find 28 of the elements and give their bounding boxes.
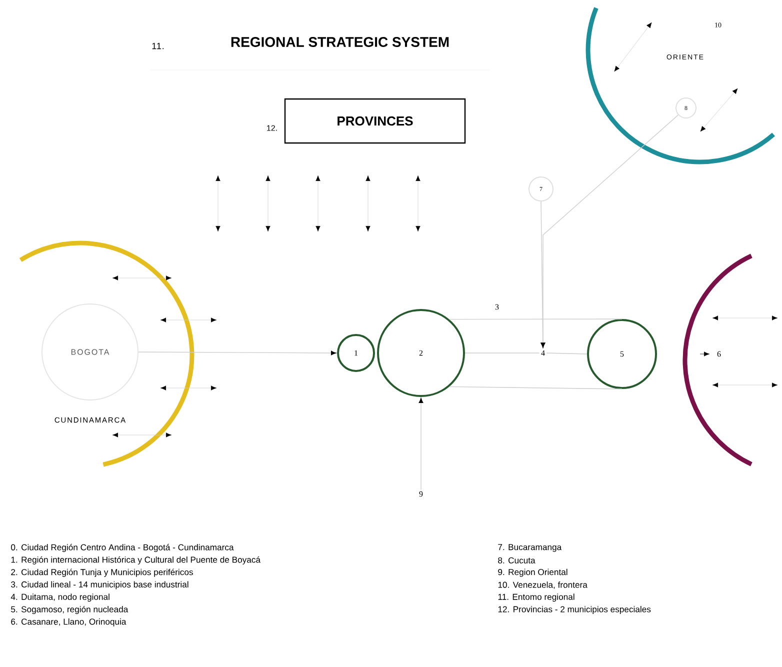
connector bbox=[448, 318, 622, 320]
list-item: 6. Casanare, Llano, Orinoquia bbox=[11, 618, 126, 626]
connector bbox=[418, 398, 424, 490]
list-item: 3. Ciudad lineal - 14 municipios base industrial bbox=[11, 581, 188, 590]
list-item: 5. Sogamoso, región nucleada bbox=[11, 606, 128, 614]
connector bbox=[540, 114, 678, 348]
list-item: 11. Entomo regional bbox=[498, 594, 574, 602]
edge-label: 3 bbox=[494, 303, 500, 311]
connector bbox=[464, 352, 540, 354]
province-box: PROVINCES bbox=[284, 98, 466, 144]
node-number: 4 bbox=[540, 348, 546, 358]
list-item: 12. Provincias - 2 municipios especiales bbox=[498, 606, 651, 614]
list-item: 1. Región internacional Histórica y Cultural del Puente de Boyacá bbox=[11, 556, 261, 564]
section-number: 11. bbox=[152, 42, 164, 50]
list-item: 8. Cucuta bbox=[498, 557, 536, 564]
section-number: 12. bbox=[267, 125, 277, 131]
list-item: 2. Ciudad Región Tunja y Municipios periféricos bbox=[11, 568, 193, 577]
list-item: 0. Ciudad Región Centro Andina - Bogotá - Cundinamarca bbox=[11, 544, 234, 552]
callout-number: 6 bbox=[717, 351, 721, 357]
node-number: 9 bbox=[418, 490, 424, 498]
connector bbox=[138, 350, 336, 356]
connector bbox=[448, 386, 622, 390]
list-item: 9. Region Oriental bbox=[498, 568, 568, 577]
connector bbox=[546, 352, 588, 354]
list-item: 7. Bucaramanga bbox=[498, 544, 562, 552]
title: REGIONAL STRATEGIC SYSTEM bbox=[231, 37, 449, 47]
list-item: 10. Venezuela, frontera bbox=[498, 582, 588, 589]
list-item: 4. Duitama, nodo regional bbox=[10, 594, 110, 602]
